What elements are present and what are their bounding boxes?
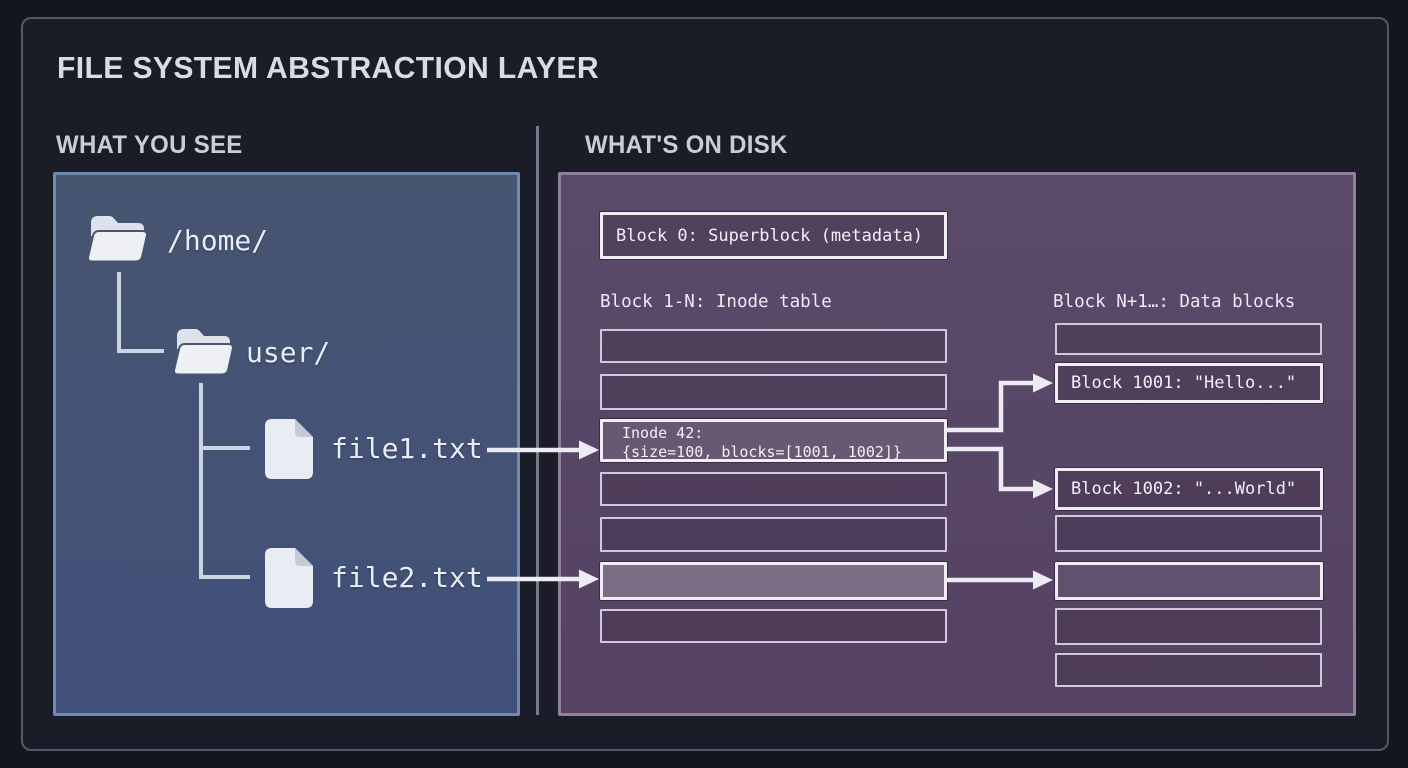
data-block-file2-target xyxy=(1055,562,1323,600)
data-blocks-heading: Block N+1…: Data blocks xyxy=(1053,292,1296,312)
data-block-empty xyxy=(1055,608,1322,645)
section-divider xyxy=(536,126,539,715)
inode-row-empty xyxy=(600,472,947,506)
inode-42-box: Inode 42: {size=100, blocks=[1001, 1002]… xyxy=(600,419,947,462)
tree-item-user: user/ xyxy=(246,336,331,369)
data-block-1001: Block 1001: "Hello..." xyxy=(1055,363,1323,403)
page-title: FILE SYSTEM ABSTRACTION LAYER xyxy=(57,50,599,85)
superblock-box: Block 0: Superblock (metadata) xyxy=(600,212,947,259)
file-icon xyxy=(265,419,313,479)
inode-row-file2-highlight xyxy=(600,562,947,600)
inode-table-heading: Block 1-N: Inode table xyxy=(600,292,832,312)
folder-icon xyxy=(173,329,234,376)
data-block-empty xyxy=(1055,515,1322,552)
inode-row-empty xyxy=(600,374,947,410)
data-block-empty xyxy=(1055,323,1322,355)
section-heading-whats-on-disk: WHAT'S ON DISK xyxy=(585,131,788,159)
inode-row-empty xyxy=(600,517,947,552)
inode-42-line1: Inode 42: xyxy=(622,424,704,442)
data-block-1002: Block 1002: "...World" xyxy=(1055,468,1323,510)
data-block-empty xyxy=(1055,653,1322,687)
folder-icon xyxy=(87,216,148,263)
inode-42-line2: {size=100, blocks=[1001, 1002]} xyxy=(622,443,902,461)
inode-row-empty xyxy=(600,329,947,363)
tree-item-file1: file1.txt xyxy=(331,432,483,465)
whats-on-disk-panel xyxy=(558,172,1356,716)
inode-row-empty xyxy=(600,609,947,643)
section-heading-what-you-see: WHAT YOU SEE xyxy=(56,131,243,159)
tree-item-file2: file2.txt xyxy=(331,561,483,594)
file-icon xyxy=(265,548,313,608)
tree-item-home: /home/ xyxy=(167,224,269,257)
